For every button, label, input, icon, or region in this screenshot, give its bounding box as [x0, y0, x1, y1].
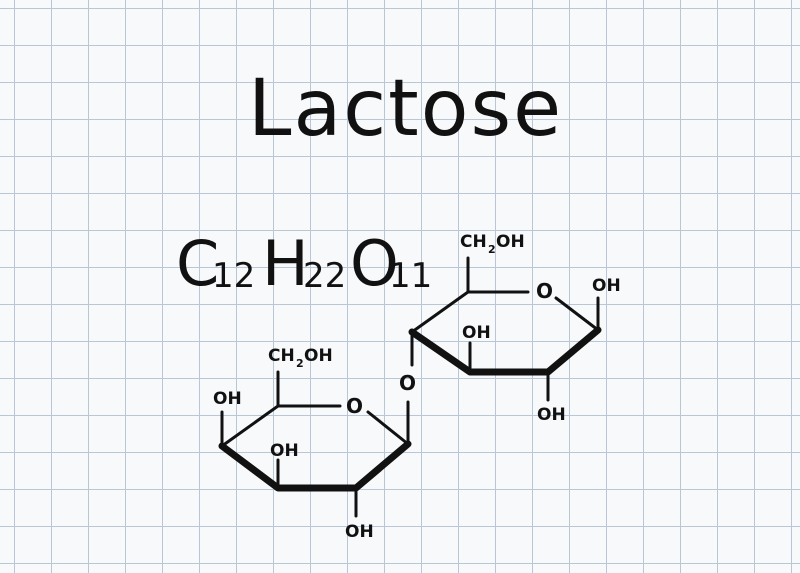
- ring-left-ch2oh-oh: OH: [304, 346, 333, 366]
- ring-right: CH 2 OH O OH OH OH: [408, 232, 621, 425]
- ring-right-oh-mid: OH: [462, 323, 491, 343]
- ring-right-ch2oh-oh: OH: [496, 232, 525, 252]
- ring-right-upper-right-edge: [554, 296, 600, 332]
- ring-left-upper-right-edge: [366, 410, 410, 446]
- formula-h: H: [262, 227, 309, 300]
- formula-o-count: 11: [389, 256, 432, 296]
- ring-left: CH 2 OH O OH OH OH: [213, 346, 412, 542]
- ring-right-ch2oh-sub: 2: [488, 243, 496, 256]
- ring-left-oh-left: OH: [213, 389, 242, 409]
- formula-h-count: 22: [303, 256, 346, 296]
- ring-left-upper-left-edge: [220, 404, 280, 448]
- molecular-formula: C 12 H 22 O 11: [176, 227, 432, 300]
- ring-right-ch2oh-ch: CH: [460, 232, 487, 252]
- glycosidic-oxygen: O: [399, 371, 416, 395]
- formula-c: C: [176, 227, 219, 300]
- formula-c-count: 12: [212, 256, 255, 296]
- ring-left-oh-bottom: OH: [345, 522, 374, 542]
- title: Lactose: [248, 64, 563, 154]
- ring-left-ch2oh-ch: CH: [268, 346, 295, 366]
- ring-right-front-edges: [408, 326, 602, 376]
- ring-right-upper-left-edge: [410, 290, 470, 334]
- ring-left-front-edges: [218, 440, 412, 492]
- ring-right-oh-bottom: OH: [537, 405, 566, 425]
- ring-right-oh-top-right: OH: [592, 276, 621, 296]
- ring-left-ch2oh-sub: 2: [296, 357, 304, 370]
- ring-right-oxygen: O: [536, 279, 553, 303]
- formula-o: O: [350, 227, 399, 300]
- ring-left-oh-mid: OH: [270, 441, 299, 461]
- ring-left-oxygen: O: [346, 394, 363, 418]
